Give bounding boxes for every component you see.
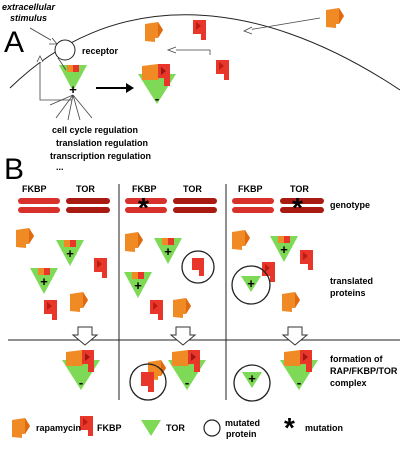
mutated-protein-circle xyxy=(231,265,271,305)
inhibition-sign: - xyxy=(154,91,160,106)
translated-row-label-1: translated xyxy=(330,276,374,286)
col3-tor-header: TOR xyxy=(290,184,309,194)
panel-b-label: B xyxy=(4,153,25,186)
output-label-4: ... xyxy=(56,162,64,172)
stimulus-label-line1: extracellular xyxy=(2,2,56,12)
complex-row-label-3: complex xyxy=(330,378,367,388)
plus-sign: + xyxy=(66,246,74,261)
genotype-row-label: genotype xyxy=(330,200,371,210)
mutated-protein-circle xyxy=(233,364,271,402)
mutated-protein-circle xyxy=(129,363,167,401)
legend-tor-label: TOR xyxy=(166,423,185,433)
output-label-2: translation regulation xyxy=(56,138,149,148)
output-arrows xyxy=(49,94,93,121)
legend-rapamycin-label: rapamycin xyxy=(36,423,82,433)
col2-tor-header: TOR xyxy=(183,184,202,194)
plus-sign: + xyxy=(40,274,48,289)
col2-fkbp-mutation-mark: * xyxy=(138,192,149,223)
col3-fkbp-header: FKBP xyxy=(238,184,263,194)
complex-row-label-1: formation of xyxy=(330,354,383,364)
legend-mutation-icon: * xyxy=(284,412,295,443)
output-label-1: cell cycle regulation xyxy=(52,125,139,135)
col3-tor-mutation-mark: * xyxy=(292,192,303,223)
translated-row-label-2: proteins xyxy=(330,288,366,298)
plus-sign: + xyxy=(164,244,172,259)
receptor-label: receptor xyxy=(82,46,119,56)
genotype-bars xyxy=(18,198,324,213)
col1-fkbp-header: FKBP xyxy=(22,184,47,194)
legend-fkbp-label: FKBP xyxy=(97,423,122,433)
cell-membrane xyxy=(9,14,400,91)
legend-mutated-label-1: mutated xyxy=(225,418,261,428)
minus-sign: - xyxy=(184,375,190,390)
minus-sign: - xyxy=(78,375,84,390)
mutated-protein-circle xyxy=(181,250,215,284)
plus-sign: + xyxy=(248,371,256,386)
panel-a-label: A xyxy=(4,26,25,59)
output-label-3: transcription regulation xyxy=(50,151,152,161)
receptor-icon xyxy=(54,39,76,61)
activation-sign: + xyxy=(69,82,77,97)
plus-sign: + xyxy=(247,276,255,291)
plus-sign: + xyxy=(280,242,288,257)
stimulus-label-line2: stimulus xyxy=(10,13,48,23)
col1-tor-header: TOR xyxy=(76,184,95,194)
legend-mutated-label-2: protein xyxy=(226,429,257,439)
plus-sign: + xyxy=(134,278,142,293)
minus-sign: - xyxy=(296,375,302,390)
col2-fkbp-header: FKBP xyxy=(132,184,157,194)
complex-row-label-2: RAP/FKBP/TOR xyxy=(330,366,398,376)
legend-mutation-label: mutation xyxy=(305,423,343,433)
legend-mutated-protein-icon xyxy=(203,419,221,437)
